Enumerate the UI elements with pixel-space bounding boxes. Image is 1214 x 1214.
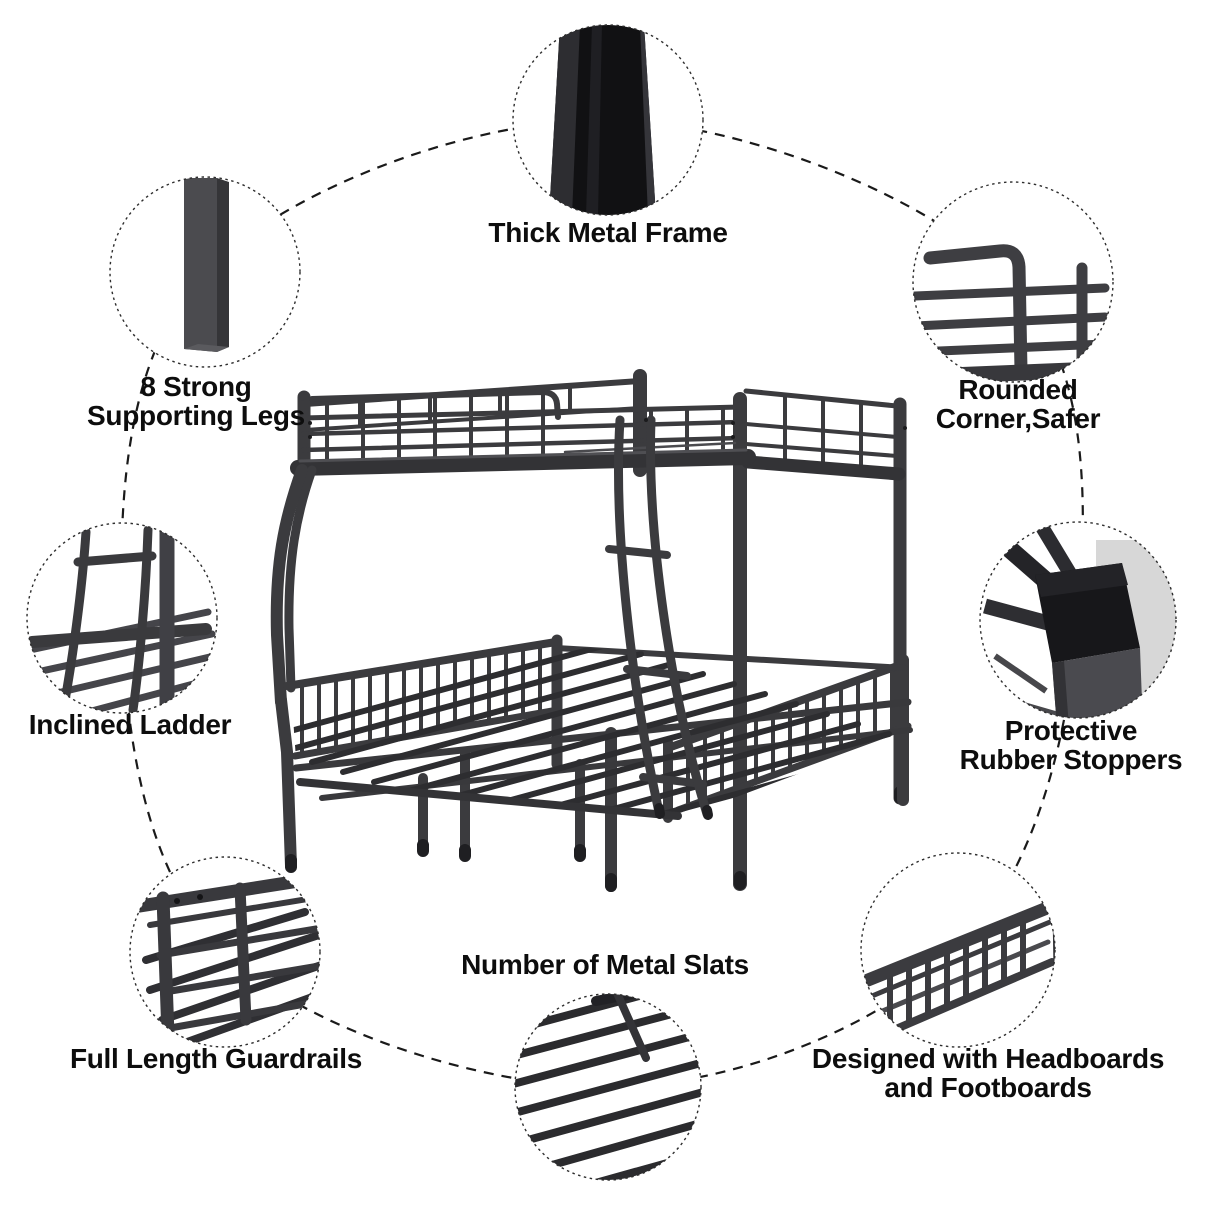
bottom-bed-platform bbox=[292, 645, 913, 820]
spindle-board-closeup-icon bbox=[861, 870, 1055, 1039]
square-leg-post-closeup-icon bbox=[184, 178, 229, 352]
guardrail-frame-closeup-icon bbox=[133, 871, 320, 1047]
callout-circle-rounded-corner bbox=[912, 181, 1114, 383]
rubber-stopper-cap-closeup-icon bbox=[983, 523, 1176, 718]
label-line: Designed with Headboards bbox=[811, 1043, 1165, 1074]
label-line: Protective bbox=[1004, 715, 1138, 746]
inclined-ladder-closeup-icon bbox=[27, 523, 217, 713]
label-line: Inclined Ladder bbox=[28, 709, 232, 740]
label-line: Number of Metal Slats bbox=[461, 949, 749, 980]
label-line: Thick Metal Frame bbox=[488, 217, 728, 248]
label-line: Corner,Safer bbox=[935, 403, 1101, 435]
top-bunk-platform bbox=[290, 448, 756, 476]
bottom-bed-slats bbox=[292, 646, 905, 818]
callout-circle-thick-metal-frame bbox=[512, 24, 704, 216]
diagonal-metal-slats-closeup-icon bbox=[515, 994, 701, 1180]
callout-circle-rubber-stoppers bbox=[979, 521, 1177, 719]
callout-circle-inclined-ladder bbox=[26, 522, 218, 714]
inclined-ladder bbox=[605, 415, 713, 820]
rounded-corner-guardrail-closeup-icon bbox=[913, 244, 1113, 382]
callout-label-supporting-legs: 8 Strong Supporting Legs bbox=[87, 372, 305, 431]
label-line: and Footboards bbox=[884, 1072, 1092, 1104]
callout-label-headboards-footboards: Designed with Headboards and Footboards bbox=[811, 1043, 1165, 1104]
label-line: Full Length Guardrails bbox=[69, 1043, 363, 1074]
curved-front-leg bbox=[270, 464, 317, 872]
thick-metal-post-closeup-icon bbox=[549, 25, 656, 215]
callout-label-metal-slats: Number of Metal Slats bbox=[461, 949, 749, 980]
label-line: Rubber Stoppers bbox=[959, 744, 1183, 776]
callout-circle-supporting-legs bbox=[109, 176, 301, 368]
callout-circle-metal-slats bbox=[514, 993, 702, 1181]
frame-screws bbox=[308, 418, 907, 439]
callout-label-thick-metal-frame: Thick Metal Frame bbox=[488, 217, 728, 248]
callout-label-rubber-stoppers: Protective Rubber Stoppers bbox=[960, 716, 1183, 775]
callout-circle-full-length-guardrails bbox=[129, 856, 321, 1048]
bunk-bed-illustration bbox=[270, 369, 913, 892]
label-line: Rounded bbox=[958, 374, 1078, 405]
callout-label-full-length-guardrails: Full Length Guardrails bbox=[69, 1043, 363, 1074]
callout-circle-headboards-footboards bbox=[860, 852, 1056, 1048]
top-bunk-right-guardrail bbox=[741, 388, 906, 481]
label-line: 8 Strong bbox=[140, 371, 252, 402]
label-line: Supporting Legs bbox=[87, 400, 305, 432]
callout-label-rounded-corner: Rounded Corner,Safer bbox=[935, 374, 1101, 435]
callout-label-inclined-ladder: Inclined Ladder bbox=[28, 709, 232, 740]
